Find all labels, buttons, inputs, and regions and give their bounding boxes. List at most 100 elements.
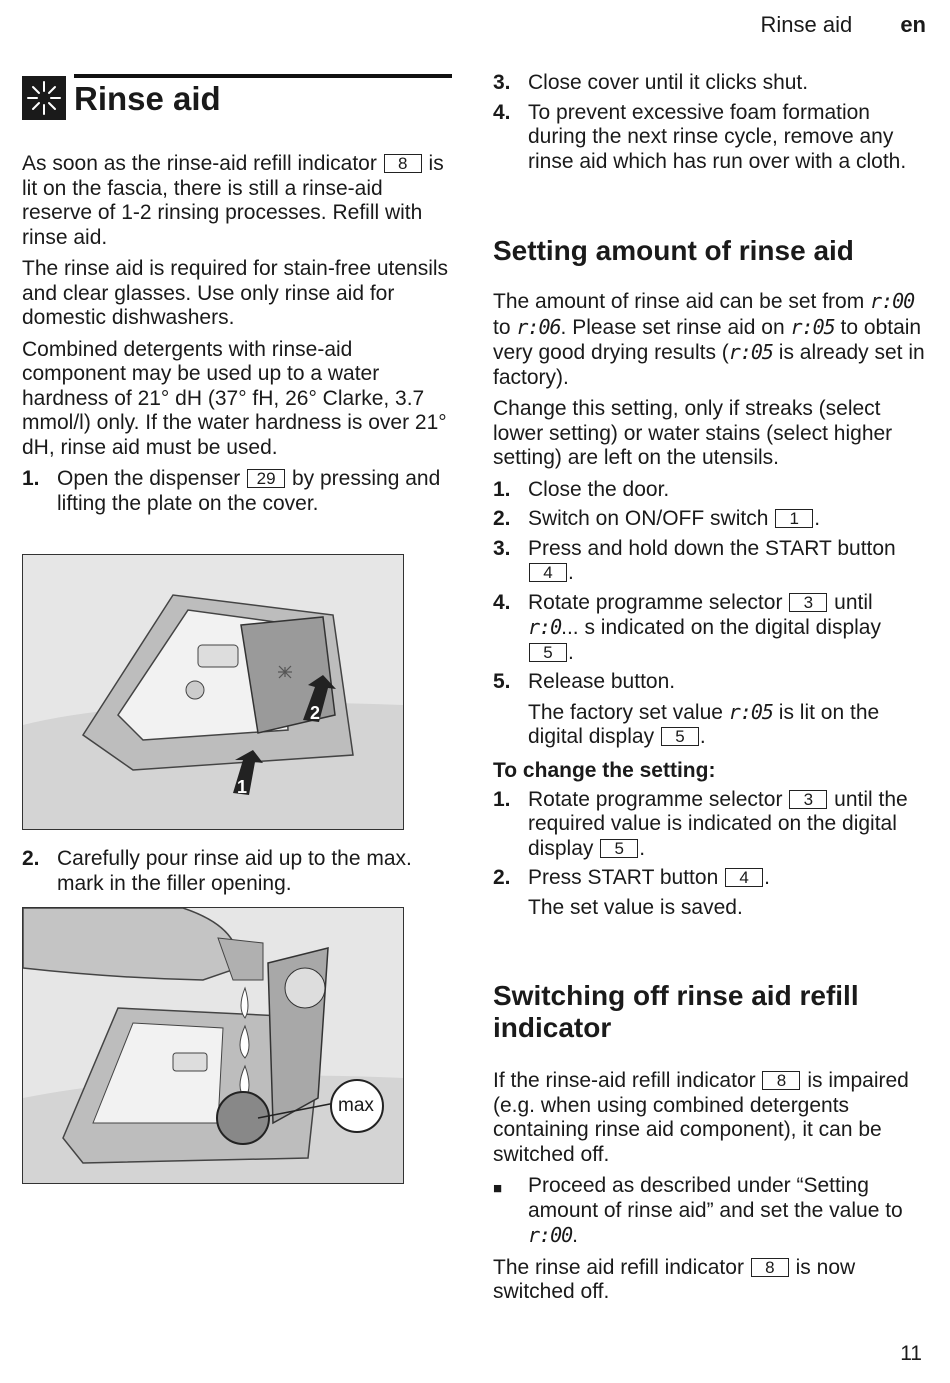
dispenser-reference-box: 29 [247, 469, 286, 488]
setting-step-4: 4. Rotate programme selector 3 until r:0… [493, 591, 925, 666]
page-title: Rinse aid [74, 80, 221, 117]
indicator-reference-box: 8 [383, 154, 422, 173]
title-rule [74, 74, 452, 78]
setting-step-1: 1. Close the door. [493, 478, 925, 503]
text: Release button. [528, 670, 676, 693]
text: until the required value is indicated on… [528, 787, 908, 860]
step-number: 5. [493, 670, 511, 693]
arrow-2-icon [303, 675, 336, 722]
header-section: Rinse aid [760, 12, 853, 37]
text: To prevent excessive foam formation duri… [528, 100, 907, 173]
setting-step-5: 5. Release button. [493, 670, 925, 695]
bullet-square-icon: ■ [493, 1180, 503, 1197]
code-r05-factory: r:05 [728, 340, 774, 364]
text: by pressing and lifting the plate on the… [57, 467, 441, 515]
change-step-2: 2. Press START button 4. [493, 866, 925, 891]
switchoff-heading: Switching off rinse aid refill indicator [493, 980, 859, 1043]
switchoff-section: Switching off rinse aid refill indicator… [493, 980, 925, 1305]
text: . [764, 866, 770, 889]
text: . [639, 836, 646, 860]
pour-rinse-aid-illustration: max [22, 907, 404, 1184]
code-r00: r:00 [528, 1223, 573, 1247]
code-r0: r:0 [528, 615, 562, 639]
switchoff-bullet: ■ Proceed as described under “Setting am… [493, 1174, 925, 1249]
step-number: 2. [22, 847, 40, 870]
text: The amount of rinse aid can be set from [493, 290, 865, 313]
text: . [814, 507, 821, 530]
step-2: 2. Carefully pour rinse aid up to the ma… [22, 847, 454, 896]
programme-selector-reference-box: 3 [789, 592, 828, 612]
intro-paragraph-2: The rinse aid is required for stain-free… [22, 257, 449, 329]
text: is lit on the fascia, there is still a r… [22, 152, 444, 249]
step-3: 3. Close cover until it clicks shut. [493, 71, 925, 96]
digital-display-reference-box: 5 [600, 838, 639, 858]
indicator-reference-box: 8 [750, 1257, 789, 1277]
setting-section: Setting amount of rinse aid The amount o… [493, 235, 925, 920]
setting-paragraph-2: Change this setting, only if streaks (se… [493, 397, 893, 469]
text: Carefully pour rinse aid up to the max. … [57, 847, 412, 895]
step-number: 2. [493, 866, 511, 889]
change-step-1: 1. Rotate programme selector 3 until the… [493, 788, 925, 862]
text: Open the dispenser [57, 467, 241, 490]
dispenser-open-illustration: 1 2 [22, 554, 404, 830]
code-r06: r:06 [516, 314, 561, 339]
text: Close the door. [528, 477, 670, 501]
text: As soon as the rinse-aid refill indicato… [22, 152, 377, 175]
text: Press and hold down the START button [528, 536, 896, 560]
text: Proceed as described under “Setting amou… [528, 1174, 903, 1222]
text: is already set in factory). [493, 341, 925, 389]
page-header: Rinse aid en [760, 12, 926, 38]
pour-rinse-aid-drawing [23, 908, 403, 1183]
text: The factory set value [528, 700, 723, 724]
setting-paragraph-1: The amount of rinse aid can be set from … [493, 289, 925, 390]
text: If the rinse-aid refill indicator [493, 1069, 756, 1092]
value-saved-note: The set value is saved. [528, 895, 743, 919]
step-number: 1. [22, 467, 40, 490]
intro-paragraph-1: As soon as the rinse-aid refill indicato… [22, 152, 454, 250]
factory-value-note: The factory set value r:05 is lit on the… [493, 700, 925, 750]
text: to obtain very good drying results ( [493, 315, 922, 365]
step-number: 4. [493, 590, 511, 614]
figure-label-2: 2 [310, 703, 321, 723]
header-language: en [900, 12, 926, 37]
setting-step-2: 2. Switch on ON/OFF switch 1. [493, 507, 925, 532]
text: Switch on ON/OFF switch [528, 507, 769, 530]
page-number: 11 [900, 1342, 922, 1365]
arrow-1-icon [233, 750, 263, 795]
onoff-switch-reference-box: 1 [775, 509, 814, 528]
figure-label-1: 1 [237, 777, 248, 797]
text: . [572, 1224, 579, 1247]
text: until [834, 590, 873, 614]
max-callout-circle [330, 1079, 384, 1133]
step-number: 3. [493, 71, 511, 94]
change-setting-heading: To change the setting: [493, 758, 716, 782]
step-number: 3. [493, 536, 511, 560]
step-2-block: 2. Carefully pour rinse aid up to the ma… [22, 847, 454, 896]
setting-heading: Setting amount of rinse aid [493, 235, 854, 266]
text: . [568, 561, 574, 584]
start-button-reference-box: 4 [725, 868, 764, 887]
text: to [493, 315, 511, 339]
section-title-block: Rinse aid [22, 74, 452, 120]
rinse-aid-sparkle-icon [22, 76, 66, 120]
text: is lit on the digital display [528, 700, 880, 749]
programme-selector-reference-box: 3 [789, 789, 828, 809]
max-mark-label: max [338, 1095, 374, 1116]
code-r05: r:05 [790, 314, 836, 339]
text: Close cover until it clicks shut. [528, 71, 809, 94]
switchoff-paragraph-2: The rinse aid refill indicator 8 is now … [493, 1256, 925, 1305]
step-number: 1. [493, 787, 511, 811]
dispenser-open-drawing [23, 594, 403, 829]
text: . [699, 725, 706, 748]
text: Rotate programme selector [528, 590, 783, 614]
text: . Please set rinse aid on [560, 315, 785, 339]
text: . [568, 640, 574, 664]
text: The rinse aid refill indicator [493, 1255, 744, 1279]
steps-3-4: 3. Close cover until it clicks shut. 4. … [493, 71, 925, 174]
start-button-reference-box: 4 [529, 563, 567, 582]
step-1: 1. Open the dispenser 29 by pressing and… [22, 467, 454, 516]
text: Rotate programme selector [528, 787, 783, 811]
indicator-reference-box: 8 [762, 1071, 801, 1090]
switchoff-paragraph-1: If the rinse-aid refill indicator 8 is i… [493, 1069, 925, 1167]
digital-display-reference-box: 5 [529, 642, 567, 662]
